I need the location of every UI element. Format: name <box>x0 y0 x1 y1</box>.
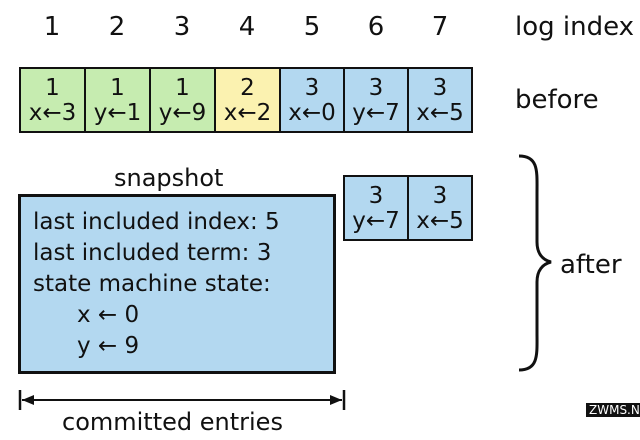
before-label: before <box>515 85 599 115</box>
entry-term: 1 <box>175 75 190 101</box>
before-entry-4: 2 x←2 <box>214 67 281 133</box>
log-index-6: 6 <box>367 12 385 42</box>
entry-command: x←0 <box>288 100 336 126</box>
before-entry-1: 1 x←3 <box>19 67 86 133</box>
before-entry-5: 3 x←0 <box>279 67 345 133</box>
entry-command: x←2 <box>223 100 272 126</box>
snapshot-box: last included index: 5 last included ter… <box>18 194 336 374</box>
entry-command: y←7 <box>352 100 400 126</box>
before-entry-2: 1 y←1 <box>84 67 151 133</box>
last-included-term: last included term: 3 <box>33 240 272 266</box>
entry-term: 3 <box>368 183 384 209</box>
entry-command: x←5 <box>416 100 464 126</box>
entry-command: y←9 <box>158 100 207 126</box>
committed-range-arrow <box>18 390 346 410</box>
entry-term: 1 <box>110 75 125 101</box>
snapshot-title: snapshot <box>114 164 224 192</box>
range-left-arrowhead <box>22 395 34 405</box>
log-index-2: 2 <box>108 12 126 42</box>
entry-command: x←3 <box>28 100 77 126</box>
before-entry-6: 3 y←7 <box>343 67 409 133</box>
last-included-index: last included index: 5 <box>33 209 280 235</box>
entry-term: 3 <box>432 75 448 101</box>
before-entry-3: 1 y←9 <box>149 67 216 133</box>
brace-path <box>518 154 552 372</box>
before-entry-7: 3 x←5 <box>407 67 473 133</box>
entry-command: y←7 <box>352 208 400 234</box>
entry-term: 3 <box>304 75 320 101</box>
entry-command: y←1 <box>93 100 142 126</box>
entry-term: 3 <box>368 75 384 101</box>
log-index-3: 3 <box>173 12 191 42</box>
entry-command: x←5 <box>416 208 464 234</box>
watermark: ZWMS.NET <box>586 403 640 417</box>
state-machine-label: state machine state: <box>33 271 271 297</box>
entry-term: 1 <box>45 75 60 101</box>
log-index-7: 7 <box>431 12 449 42</box>
log-index-1: 1 <box>43 12 61 42</box>
after-entry-7: 3 x←5 <box>407 175 473 241</box>
after-entry-6: 3 y←7 <box>343 175 409 241</box>
entry-term: 3 <box>432 183 448 209</box>
state-x-value: x ← 0 <box>77 302 140 328</box>
entry-term: 2 <box>240 75 255 101</box>
committed-entries-label: committed entries <box>62 408 283 436</box>
log-index-5: 5 <box>303 12 321 42</box>
after-brace-icon <box>518 154 552 372</box>
state-y-value: y ← 9 <box>77 333 140 359</box>
range-right-arrowhead <box>330 395 342 405</box>
log-index-label: log index <box>515 12 635 42</box>
after-label: after <box>560 250 622 280</box>
log-index-4: 4 <box>238 12 256 42</box>
